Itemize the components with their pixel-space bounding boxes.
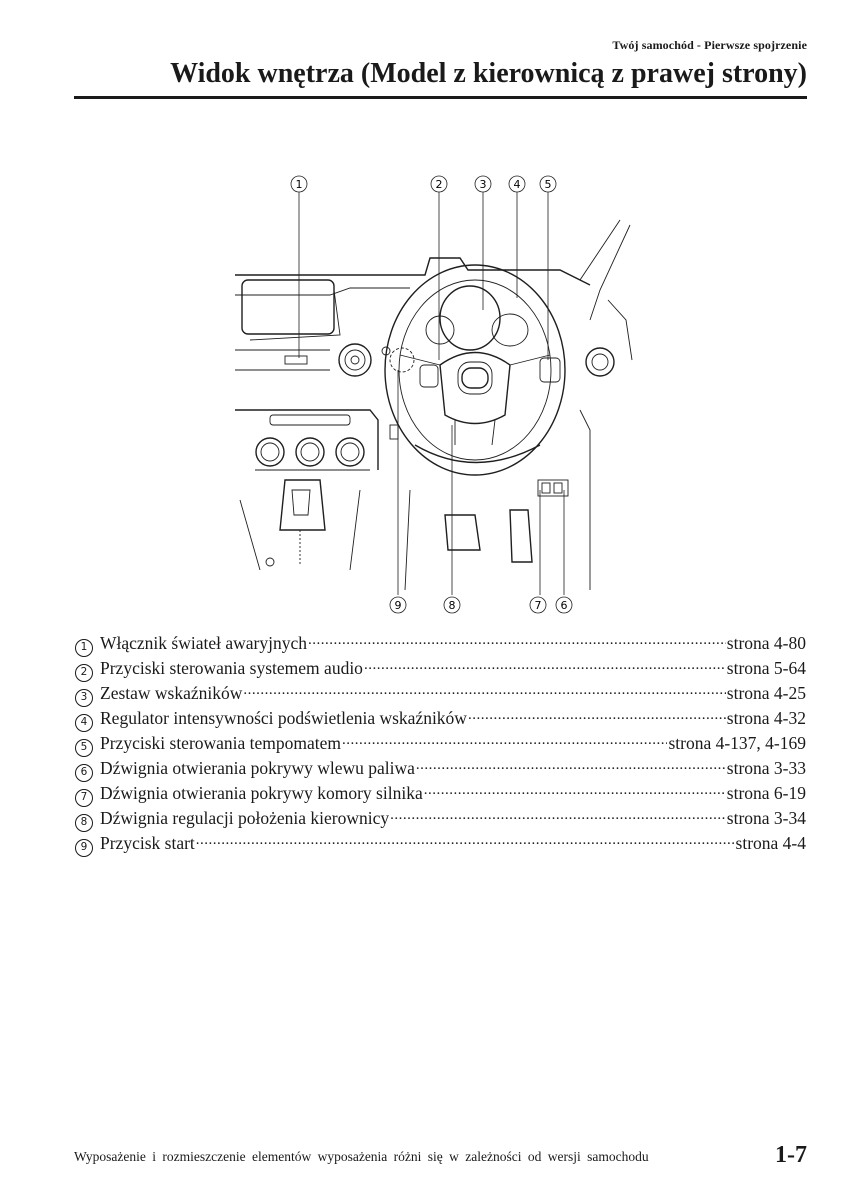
legend-page-ref: strona 3-34 xyxy=(726,808,806,828)
page-number: 1-7 xyxy=(775,1142,807,1168)
leader-dots xyxy=(424,785,726,799)
legend-page-ref: strona 4-137, 4-169 xyxy=(668,733,806,753)
leader-dots xyxy=(364,660,726,674)
legend-item: 9 Przycisk start strona 4-4 xyxy=(75,831,806,857)
leader-dots xyxy=(308,635,726,649)
legend-page-ref: strona 5-64 xyxy=(726,658,806,678)
legend-number: 6 xyxy=(75,764,93,782)
legend-item: 5 Przyciski sterowania tempomatem strona… xyxy=(75,731,806,757)
leader-dots xyxy=(416,760,726,774)
interior-illustration: 1 2 3 4 5 9 8 7 xyxy=(230,170,640,620)
callout-9: 9 xyxy=(389,596,407,614)
legend-label: Przyciski sterowania systemem audio xyxy=(100,658,363,678)
leader-dots xyxy=(468,710,726,724)
callout-6-number: 6 xyxy=(561,599,568,612)
legend-label: Dźwignia otwierania pokrywy wlewu paliwa xyxy=(100,758,415,778)
component-legend: 1 Włącznik świateł awaryjnych strona 4-8… xyxy=(75,631,806,857)
legend-number: 9 xyxy=(75,839,93,857)
leader-dots xyxy=(390,810,726,824)
leader-dots xyxy=(243,685,725,699)
legend-number: 8 xyxy=(75,814,93,832)
callout-5-number: 5 xyxy=(545,178,552,191)
legend-number: 2 xyxy=(75,664,93,682)
legend-label: Przyciski sterowania tempomatem xyxy=(100,733,342,753)
callout-6: 6 xyxy=(555,596,573,614)
section-header: Twój samochód - Pierwsze spojrzenie xyxy=(612,38,807,52)
legend-label: Dźwignia otwierania pokrywy komory silni… xyxy=(100,783,423,803)
callout-4: 4 xyxy=(508,175,526,193)
legend-item: 7 Dźwignia otwierania pokrywy komory sil… xyxy=(75,781,806,807)
legend-label: Dźwignia regulacji położenia kierownicy xyxy=(100,808,390,828)
callout-8: 8 xyxy=(443,596,461,614)
callout-8-number: 8 xyxy=(449,599,456,612)
legend-number: 7 xyxy=(75,789,93,807)
callout-3-number: 3 xyxy=(480,178,487,191)
legend-item: 1 Włącznik świateł awaryjnych strona 4-8… xyxy=(75,631,806,657)
leader-dots xyxy=(342,735,667,749)
callout-2-number: 2 xyxy=(436,178,443,191)
legend-page-ref: strona 4-25 xyxy=(726,683,806,703)
legend-number: 1 xyxy=(75,639,93,657)
legend-item: 2 Przyciski sterowania systemem audio st… xyxy=(75,656,806,682)
legend-label: Regulator intensywności podświetlenia ws… xyxy=(100,708,467,728)
legend-item: 4 Regulator intensywności podświetlenia … xyxy=(75,706,806,732)
title-divider xyxy=(74,96,807,99)
legend-item: 8 Dźwignia regulacji położenia kierownic… xyxy=(75,806,806,832)
footer-note: Wyposażenie i rozmieszczenie elementów w… xyxy=(74,1149,649,1164)
callout-4-number: 4 xyxy=(514,178,521,191)
legend-number: 5 xyxy=(75,739,93,757)
callout-9-number: 9 xyxy=(395,599,402,612)
leader-dots xyxy=(196,835,735,849)
legend-page-ref: strona 4-32 xyxy=(726,708,806,728)
legend-label: Zestaw wskaźników xyxy=(100,683,243,703)
callout-7-number: 7 xyxy=(535,599,542,612)
callout-5: 5 xyxy=(539,175,557,193)
callout-3: 3 xyxy=(474,175,492,193)
callout-2: 2 xyxy=(430,175,448,193)
legend-page-ref: strona 3-33 xyxy=(726,758,806,778)
legend-number: 3 xyxy=(75,689,93,707)
legend-page-ref: strona 6-19 xyxy=(726,783,806,803)
page-title: Widok wnętrza (Model z kierownicą z praw… xyxy=(170,58,807,89)
callout-1-number: 1 xyxy=(296,178,303,191)
legend-label: Włącznik świateł awaryjnych xyxy=(100,633,307,653)
legend-label: Przycisk start xyxy=(100,833,195,853)
legend-page-ref: strona 4-80 xyxy=(726,633,806,653)
callout-7: 7 xyxy=(529,596,547,614)
legend-item: 6 Dźwignia otwierania pokrywy wlewu pali… xyxy=(75,756,806,782)
legend-item: 3 Zestaw wskaźników strona 4-25 xyxy=(75,681,806,707)
legend-page-ref: strona 4-4 xyxy=(735,833,806,853)
legend-number: 4 xyxy=(75,714,93,732)
callout-1: 1 xyxy=(290,175,308,193)
